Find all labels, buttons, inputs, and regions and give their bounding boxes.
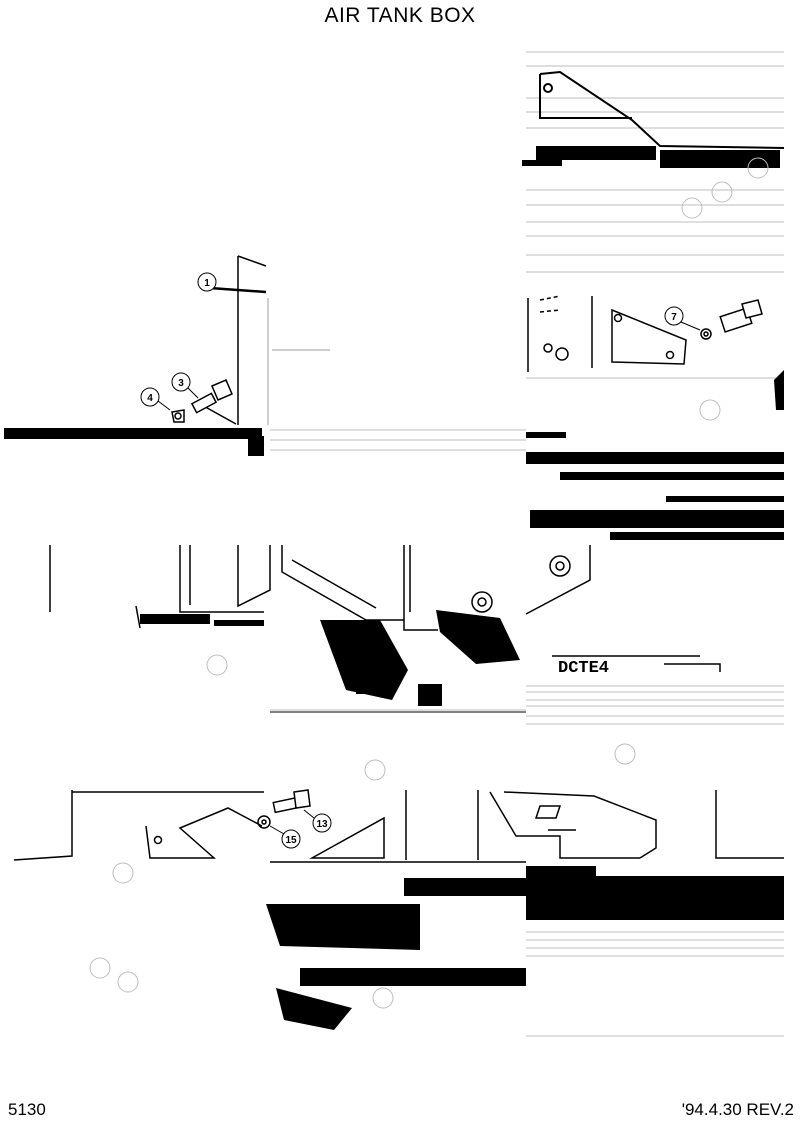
lower-right-lines xyxy=(526,931,784,1037)
callout-7-label: 7 xyxy=(671,312,677,323)
callout-13-label: 13 xyxy=(316,819,328,830)
callout-15 xyxy=(269,825,301,849)
middle-center-lines xyxy=(270,709,526,713)
right-mid-bars xyxy=(526,370,784,540)
faint-circles-top xyxy=(681,157,769,219)
floor-lines-mid xyxy=(270,429,526,451)
callout-3 xyxy=(171,372,199,399)
nut-4 xyxy=(171,409,185,423)
middle-left-panel xyxy=(49,545,264,629)
bolt-3 xyxy=(190,379,233,414)
middle-right-panel xyxy=(525,545,721,672)
lower-right-panel xyxy=(477,790,784,860)
revision-date: '94.4.30 REV.2 xyxy=(681,1100,794,1119)
middle-right-lines xyxy=(526,685,784,725)
lower-right-black xyxy=(526,866,784,920)
callout-3-label: 3 xyxy=(178,378,184,389)
page-number: 5130 xyxy=(8,1100,46,1119)
callout-13 xyxy=(303,809,332,833)
top-black-bars xyxy=(522,146,780,168)
page-title: AIR TANK BOX xyxy=(324,4,476,27)
lower-left-panel xyxy=(13,790,264,861)
right-plate xyxy=(527,295,687,372)
top-right-panel xyxy=(526,51,784,379)
bolt-13 xyxy=(272,789,311,814)
middle-center-panel xyxy=(237,545,493,631)
lower-center-black xyxy=(266,878,526,1030)
faint-circles-row3 xyxy=(89,862,394,1009)
callout-7 xyxy=(664,306,701,331)
washer-15 xyxy=(257,815,271,829)
middle-left-black xyxy=(140,614,264,626)
top-bracket xyxy=(539,70,785,149)
callout-4-label: 4 xyxy=(147,393,153,404)
faint-circles-mid xyxy=(699,399,721,421)
stamp-text: DCTE4 xyxy=(558,659,609,678)
lower-center-panel xyxy=(270,790,526,863)
upper-left-panel xyxy=(199,255,330,425)
callout-1 xyxy=(197,272,217,292)
middle-center-black xyxy=(320,610,520,706)
callout-4 xyxy=(140,387,171,411)
callout-15-label: 15 xyxy=(285,835,297,846)
bolt-7 xyxy=(700,299,763,340)
callout-1-label: 1 xyxy=(204,278,210,289)
faint-circles-row2 xyxy=(206,654,636,781)
floor-line-left xyxy=(4,428,264,456)
